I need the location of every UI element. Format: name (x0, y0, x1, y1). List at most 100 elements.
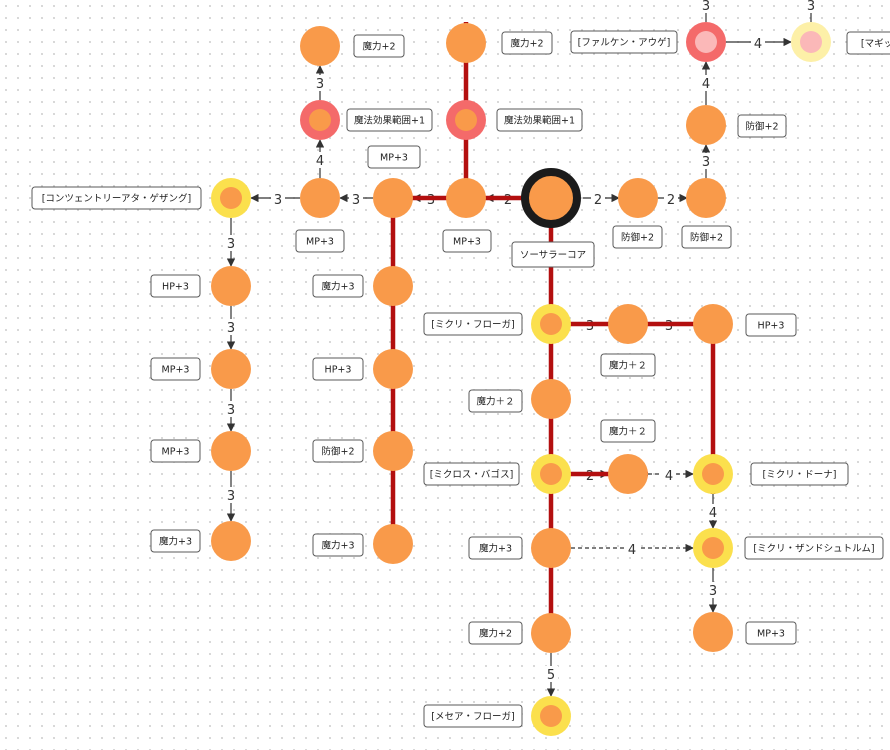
node-label-text: [ファルケン・アウゲ] (578, 37, 671, 49)
edge-label-bg (591, 191, 605, 207)
label-box-frame (423, 704, 523, 728)
label-box-frame (442, 229, 492, 253)
node-label-text: 魔力+3 (159, 536, 192, 548)
node-label-box: 魔力+3 (312, 274, 364, 298)
node-plain[interactable] (531, 528, 571, 568)
node-plain[interactable] (300, 26, 340, 66)
node-plain[interactable] (531, 379, 571, 419)
node-label-box: 魔力+3 (150, 529, 201, 553)
node-label-box: [ファルケン・アウゲ] (570, 30, 678, 54)
skill-node (373, 431, 413, 471)
gold-node-inner (540, 705, 562, 727)
node-plain[interactable] (693, 304, 733, 344)
node-core[interactable] (521, 168, 581, 228)
node-label-box: 防御+2 (681, 225, 732, 249)
label-box-frame (600, 419, 656, 443)
skill-node (686, 178, 726, 218)
label-box-frame (312, 439, 364, 463)
label-box-frame (312, 274, 364, 298)
edge-label-bg (751, 35, 765, 51)
node-label-box: 魔力+3 (312, 533, 364, 557)
label-box-frame (600, 353, 656, 377)
skill-node (531, 613, 571, 653)
edge-weight-label: 3 (586, 319, 594, 334)
node-gold[interactable] (531, 304, 571, 344)
label-box-frame (750, 462, 849, 486)
edge-label-bg (349, 191, 363, 207)
node-label-text: MP+3 (162, 365, 190, 376)
node-label-box: MP+3 (442, 229, 492, 253)
node-gold[interactable] (693, 528, 733, 568)
node-plain[interactable] (608, 304, 648, 344)
skill-node (693, 304, 733, 344)
edge-weight-label: 3 (227, 321, 235, 336)
node-label-box: 魔力＋２ (468, 389, 523, 413)
label-box-frame (612, 225, 663, 249)
node-plain[interactable] (211, 521, 251, 561)
node-label-box: ソーサラーコア (511, 241, 595, 268)
node-red[interactable] (446, 100, 486, 140)
node-plain[interactable] (693, 612, 733, 652)
node-label-text: MP+3 (306, 237, 334, 248)
label-box-frame (31, 186, 202, 210)
skill-node (693, 612, 733, 652)
node-label-box: [ミクリ・ザンドシュトルム] (744, 536, 884, 560)
node-plain[interactable] (446, 178, 486, 218)
node-label-text: [マギッ (861, 39, 890, 50)
skill-node (373, 266, 413, 306)
node-label-text: ソーサラーコア (520, 250, 586, 261)
node-plain[interactable] (211, 431, 251, 471)
node-label-text: MP+3 (162, 447, 190, 458)
node-label-box: MP+3 (150, 439, 201, 463)
edge-weight-label: 3 (807, 0, 815, 14)
node-label-box: 魔力+2 (501, 31, 553, 55)
node-label-box: HP+3 (150, 274, 201, 298)
node-plain[interactable] (608, 454, 648, 494)
edge-label-bg (313, 75, 327, 91)
skill-node (211, 431, 251, 471)
label-box-frame (346, 108, 433, 132)
node-gold_pale[interactable] (791, 22, 831, 62)
node-label-text: 魔力＋２ (609, 360, 647, 372)
node-plain[interactable] (686, 105, 726, 145)
node-plain[interactable] (300, 178, 340, 218)
node-label-box: [ミクロス・バゴス] (423, 462, 520, 486)
edge-weight-label: 3 (227, 237, 235, 252)
node-red[interactable] (686, 22, 726, 62)
skill-node (300, 26, 340, 66)
node-label-text: 魔法効果範囲+1 (504, 115, 575, 127)
edge-label-bg (699, 153, 713, 169)
node-plain[interactable] (686, 178, 726, 218)
edge-label-bg (224, 235, 238, 251)
node-label-box: 防御+2 (312, 439, 364, 463)
node-label-text: HP+3 (758, 321, 785, 332)
node-gold[interactable] (531, 696, 571, 736)
node-gold[interactable] (693, 454, 733, 494)
edge-weight-label: 2 (594, 193, 602, 208)
node-plain[interactable] (373, 524, 413, 564)
node-plain[interactable] (373, 266, 413, 306)
edge-weight-label: 4 (628, 543, 636, 558)
skill-node (531, 528, 571, 568)
node-plain[interactable] (373, 431, 413, 471)
node-label-text: 魔力+3 (321, 540, 354, 552)
node-plain[interactable] (373, 349, 413, 389)
node-label-text: 魔法効果範囲+1 (354, 115, 425, 127)
node-label-text: 魔力+2 (479, 628, 512, 640)
node-plain[interactable] (211, 266, 251, 306)
node-plain[interactable] (446, 23, 486, 63)
node-plain[interactable] (211, 349, 251, 389)
node-gold[interactable] (531, 454, 571, 494)
edge-label-bg (699, 0, 713, 13)
edge-label-bg (804, 0, 818, 13)
skill-node (211, 521, 251, 561)
node-label-text: 防御+2 (690, 232, 723, 244)
node-plain[interactable] (618, 178, 658, 218)
edge-weight-label: 4 (709, 506, 717, 521)
node-red[interactable] (300, 100, 340, 140)
node-plain[interactable] (531, 613, 571, 653)
node-gold[interactable] (211, 178, 251, 218)
red-node-inner (309, 109, 331, 131)
node-label-box: 魔力＋２ (600, 353, 656, 377)
node-plain[interactable] (373, 178, 413, 218)
